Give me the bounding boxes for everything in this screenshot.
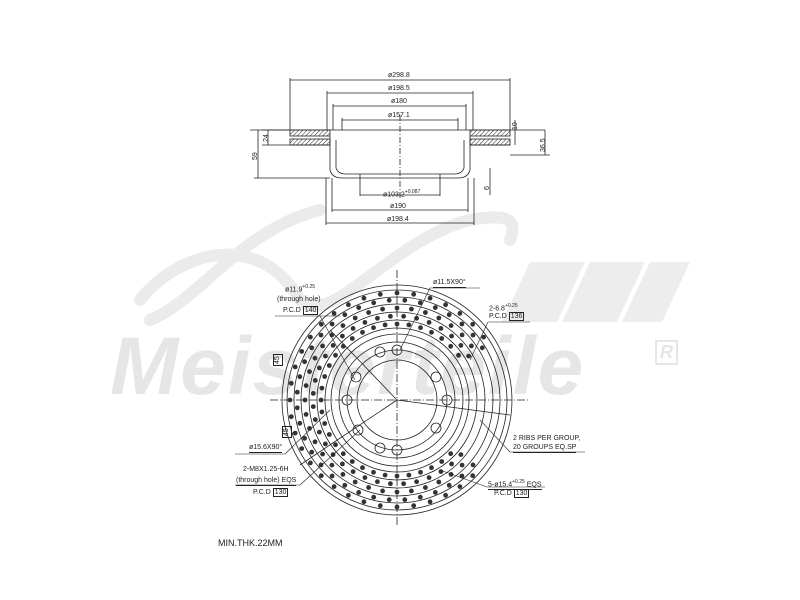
dim-157-1: ø157.1 [388,112,410,119]
watermark-logo: Meisterteile [110,321,586,412]
watermark-registered-mark: R [655,340,678,365]
angle-label-upper: 45 [273,354,283,366]
callout-vent-hole: ø11.9+0.25 [285,284,316,294]
callout-thread-note: (through hole) EQS [236,477,297,486]
dim-thickness: 24 [263,134,270,142]
callout-thread: 2-M8X1.25-6H [243,466,289,473]
angle-label-lower: 45 [282,426,292,438]
callout-thread-pcd: P.C.D 130 [253,488,289,497]
callout-pin-hole: 2-6.8+0.25 [489,303,518,313]
callout-vent-hole-pcd: P.C.D 140 [283,306,319,315]
dim-198-5: ø198.5 [388,85,410,92]
dim-180: ø180 [391,98,407,105]
dim-190: ø190 [390,203,406,210]
watermark-swoosh [134,204,519,326]
callout-chamfer-top: ø11.5X90° [433,279,466,288]
dim-outer-diameter: ø298.8 [388,72,410,79]
min-thickness-note: MIN.THK.22MM [218,538,283,548]
side-view [250,78,550,225]
callout-ribs-line1: 2 RIBS PER GROUP, [513,435,581,442]
watermark-bars [502,262,690,322]
front-view [270,270,530,525]
callout-vent-hole-note: (through hole) [277,296,321,303]
dim-center-bore: ø103.2+0.087 [383,189,421,199]
dim-height-total: 59 [252,152,259,160]
callout-bolt-holes: 5-ø15.4+0.25 EQS [488,479,542,491]
dim-198-4: ø198.4 [387,216,409,223]
callout-pin-hole-pcd: P.C.D 136 [489,312,525,321]
callout-chamfer-left: ø15.6X90° [249,444,283,453]
dim-hat-height: 36.5 [540,138,547,152]
callout-ribs-line2: 20 GROUPS EQ.SP [513,444,577,453]
cross-drilled-holes [287,290,486,510]
dim-flange: 6 [484,186,491,190]
dim-friction-height: 10 [512,122,519,130]
callout-bolt-holes-pcd: P.C.D 130 [494,489,530,498]
